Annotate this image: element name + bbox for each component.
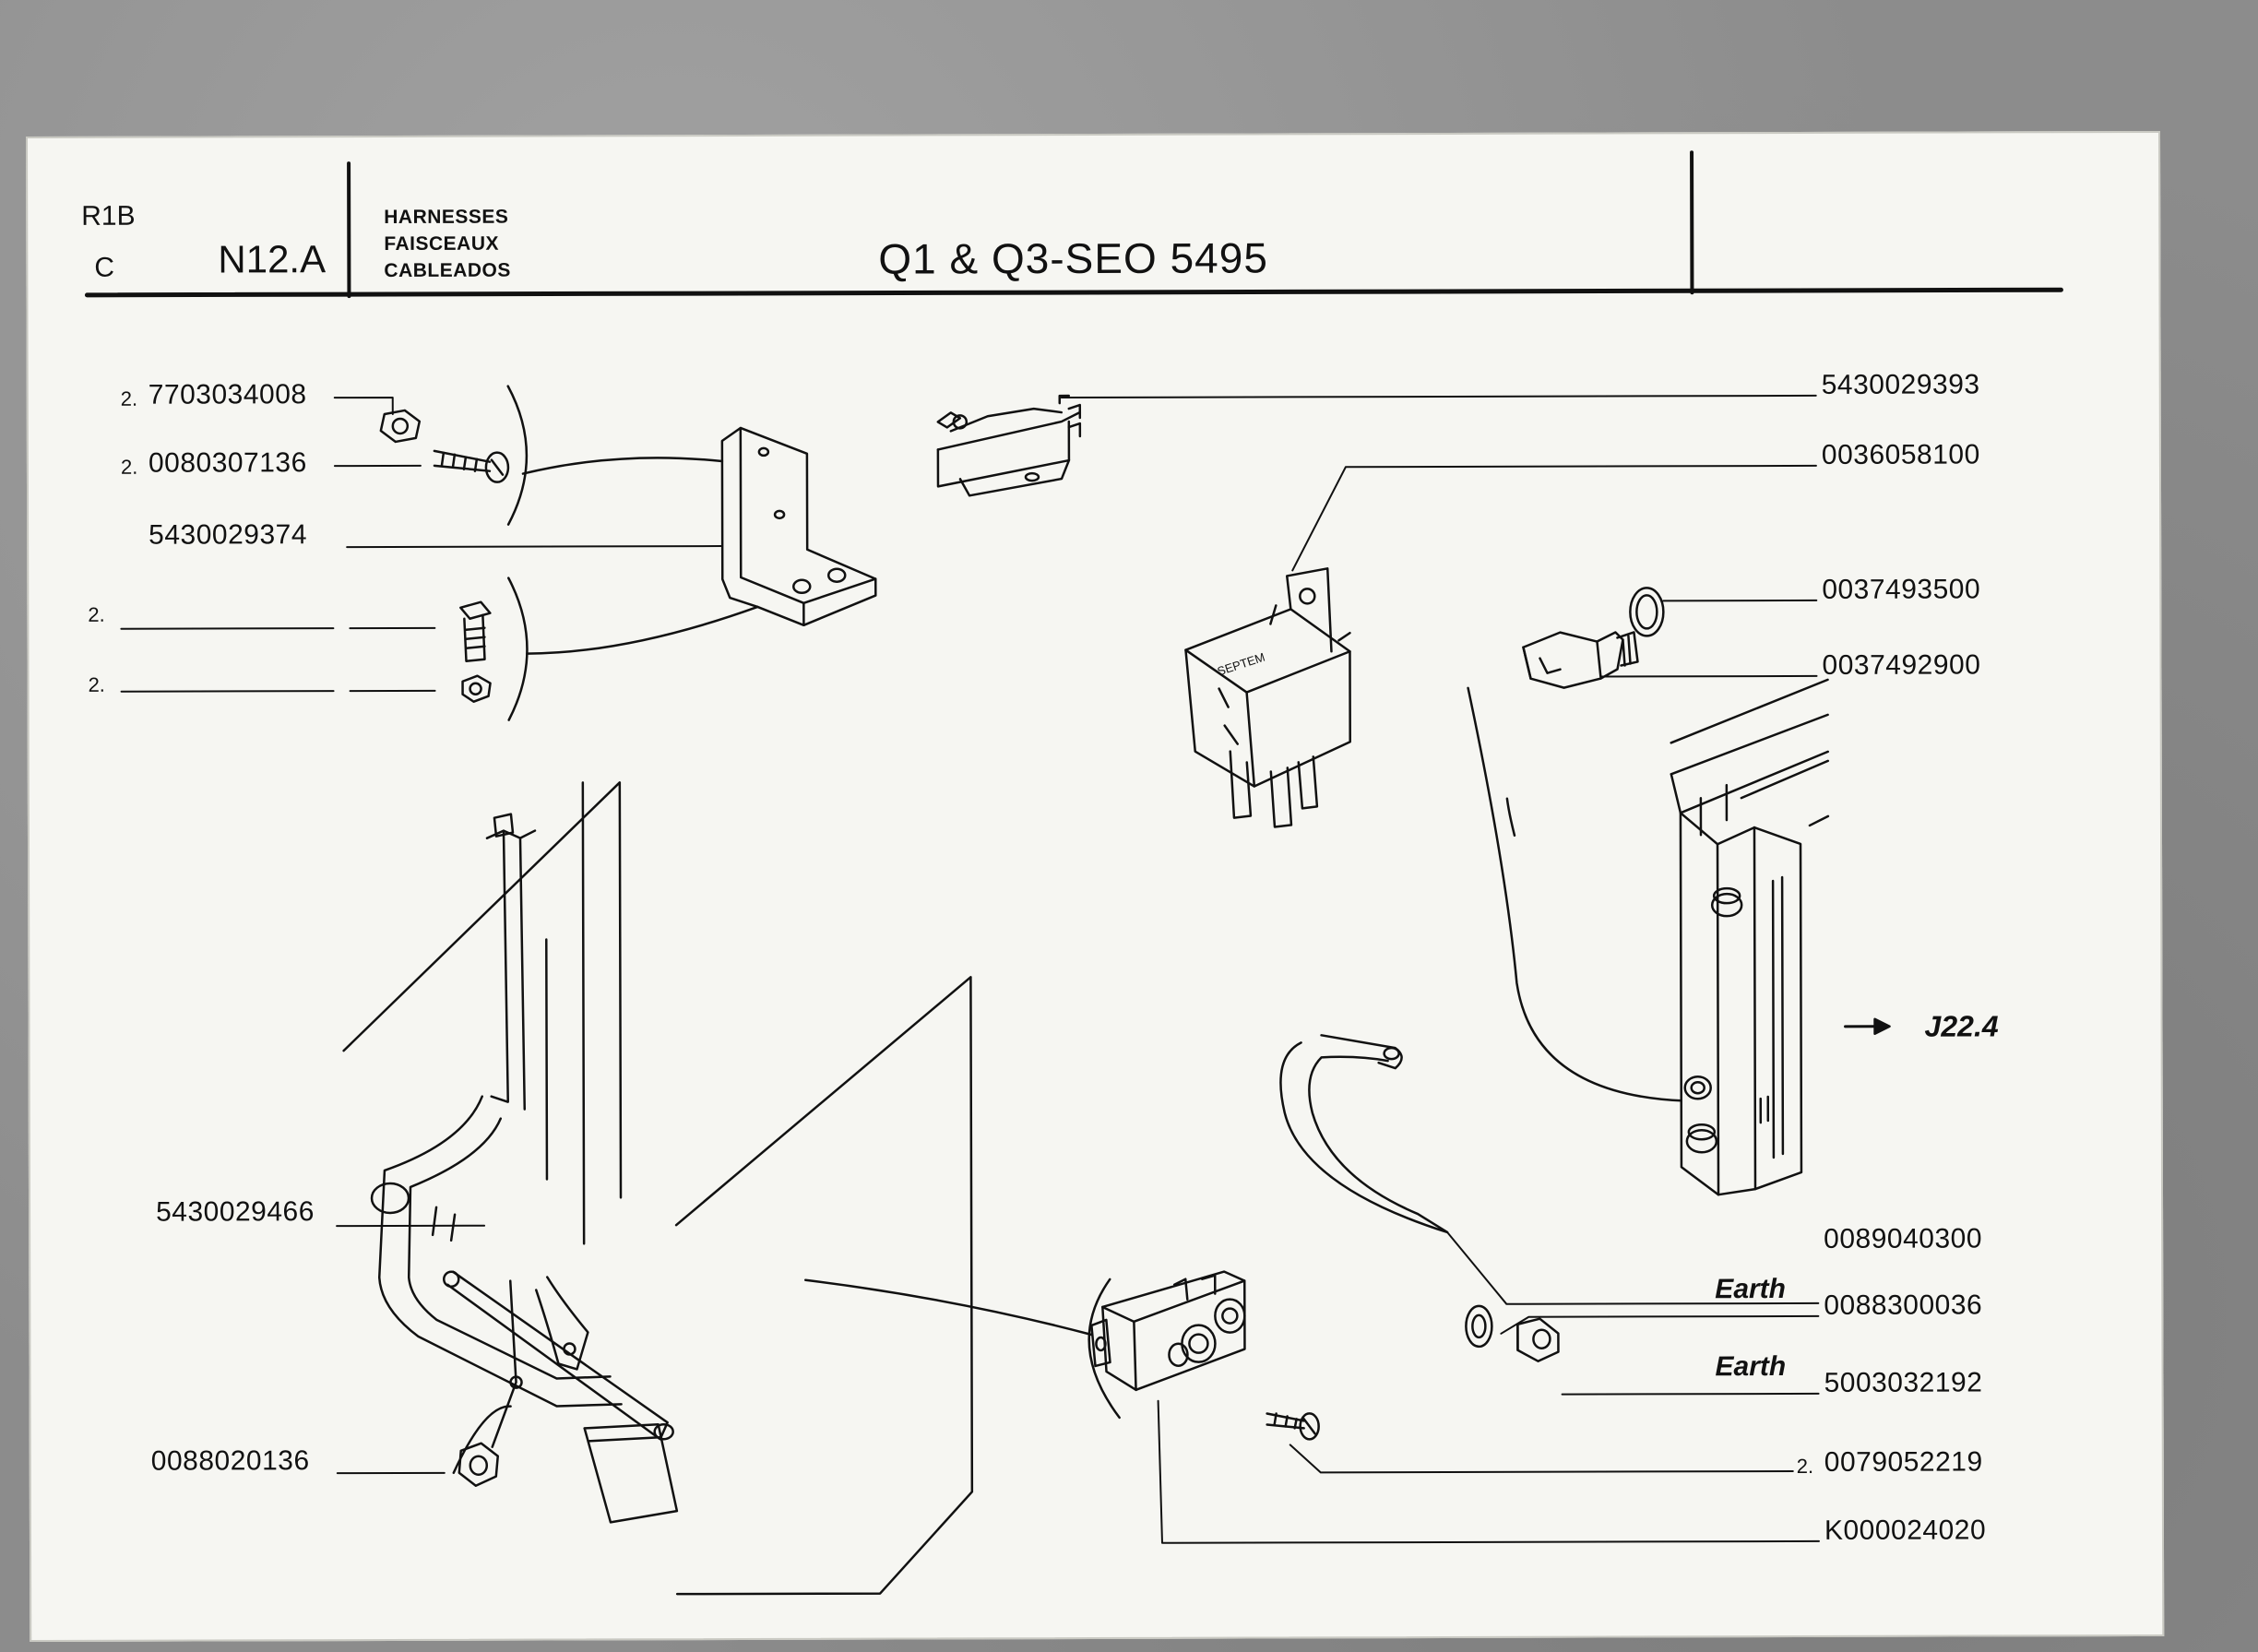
part-number: 0037493500 [1822,574,1981,605]
svg-text:SEPTEM: SEPTEM [1216,650,1266,679]
page-title: Q1 & Q3-SEO 5495 [878,233,1268,283]
section-name-es: CABLEADOS [384,259,511,281]
part-number: 0036058100 [1821,439,1980,470]
part-number: 5430029393 [1821,369,1980,400]
washer-0037493500 [1630,588,1663,636]
connector-block-K000024020 [805,1272,1244,1419]
screw-0080307136 [434,451,508,482]
section-names: HARNESSES FAISCEAUX CABLEADOS [384,204,511,284]
washer-0088300036 [1466,1306,1491,1347]
part-qty: 2. [1796,1454,1814,1478]
engine-block-detail [1671,680,1829,1194]
part-number: 5003032192 [1824,1367,1983,1398]
part-number: 0089040300 [1824,1223,1983,1254]
relay-0036058100: SEPTEM [1185,568,1350,826]
part-number: K000024020 [1824,1515,1987,1546]
parts-catalog-sheet: SEPTEM [26,130,2165,1642]
section-name-fr: FAISCEAUX [384,232,500,255]
section-name-en: HARNESSES [384,206,509,228]
nut-5003032192 [1517,1319,1558,1361]
cable-bracket-5430029374 [722,428,876,625]
nut-unlisted [463,676,491,702]
part-qty: 2. [88,602,105,626]
part-number: 0037492900 [1822,649,1981,681]
header-frame [87,151,2061,297]
earth-note: Earth [1715,1351,1787,1383]
leader-lines-left [121,397,725,1474]
part-number: 7703034008 [148,379,307,410]
cross-reference-label: J22.4 [1924,1009,1999,1043]
part-number: 0088300036 [1824,1290,1983,1321]
part-qty: 2. [120,386,138,410]
part-number: 0088020136 [150,1445,310,1477]
pedal-assembly-5430029466 [343,781,972,1595]
part-number: 5430029466 [156,1196,315,1228]
corner-code-bottom: C [94,252,115,283]
cross-reference-arrow [1846,1019,1890,1034]
pressure-switch-0037492900 [1523,632,1637,687]
part-number: 5430029374 [149,519,308,551]
bolt-unlisted [460,602,490,661]
exploded-parts-diagram: SEPTEM [28,133,2162,1640]
earth-note: Earth [1715,1274,1787,1305]
screw-0079052219 [1267,1413,1319,1439]
section-reference: N12.A [218,237,327,281]
nut-0088020136 [454,1407,511,1486]
part-qty: 2. [120,455,138,479]
cable-clip-0089040300 [1280,1035,1447,1232]
part-number: 0080307136 [148,447,307,479]
part-qty: 2. [88,672,105,696]
group-brackets-left [508,386,758,720]
leader-lines-right [1062,396,1819,1543]
nut-7703034008 [381,410,420,442]
micro-switch-5430029393 [938,396,1080,495]
corner-code-top: R1B [81,200,136,232]
part-number: 0079052219 [1824,1446,1983,1478]
wire-to-pressure-switch [1468,687,1682,1101]
